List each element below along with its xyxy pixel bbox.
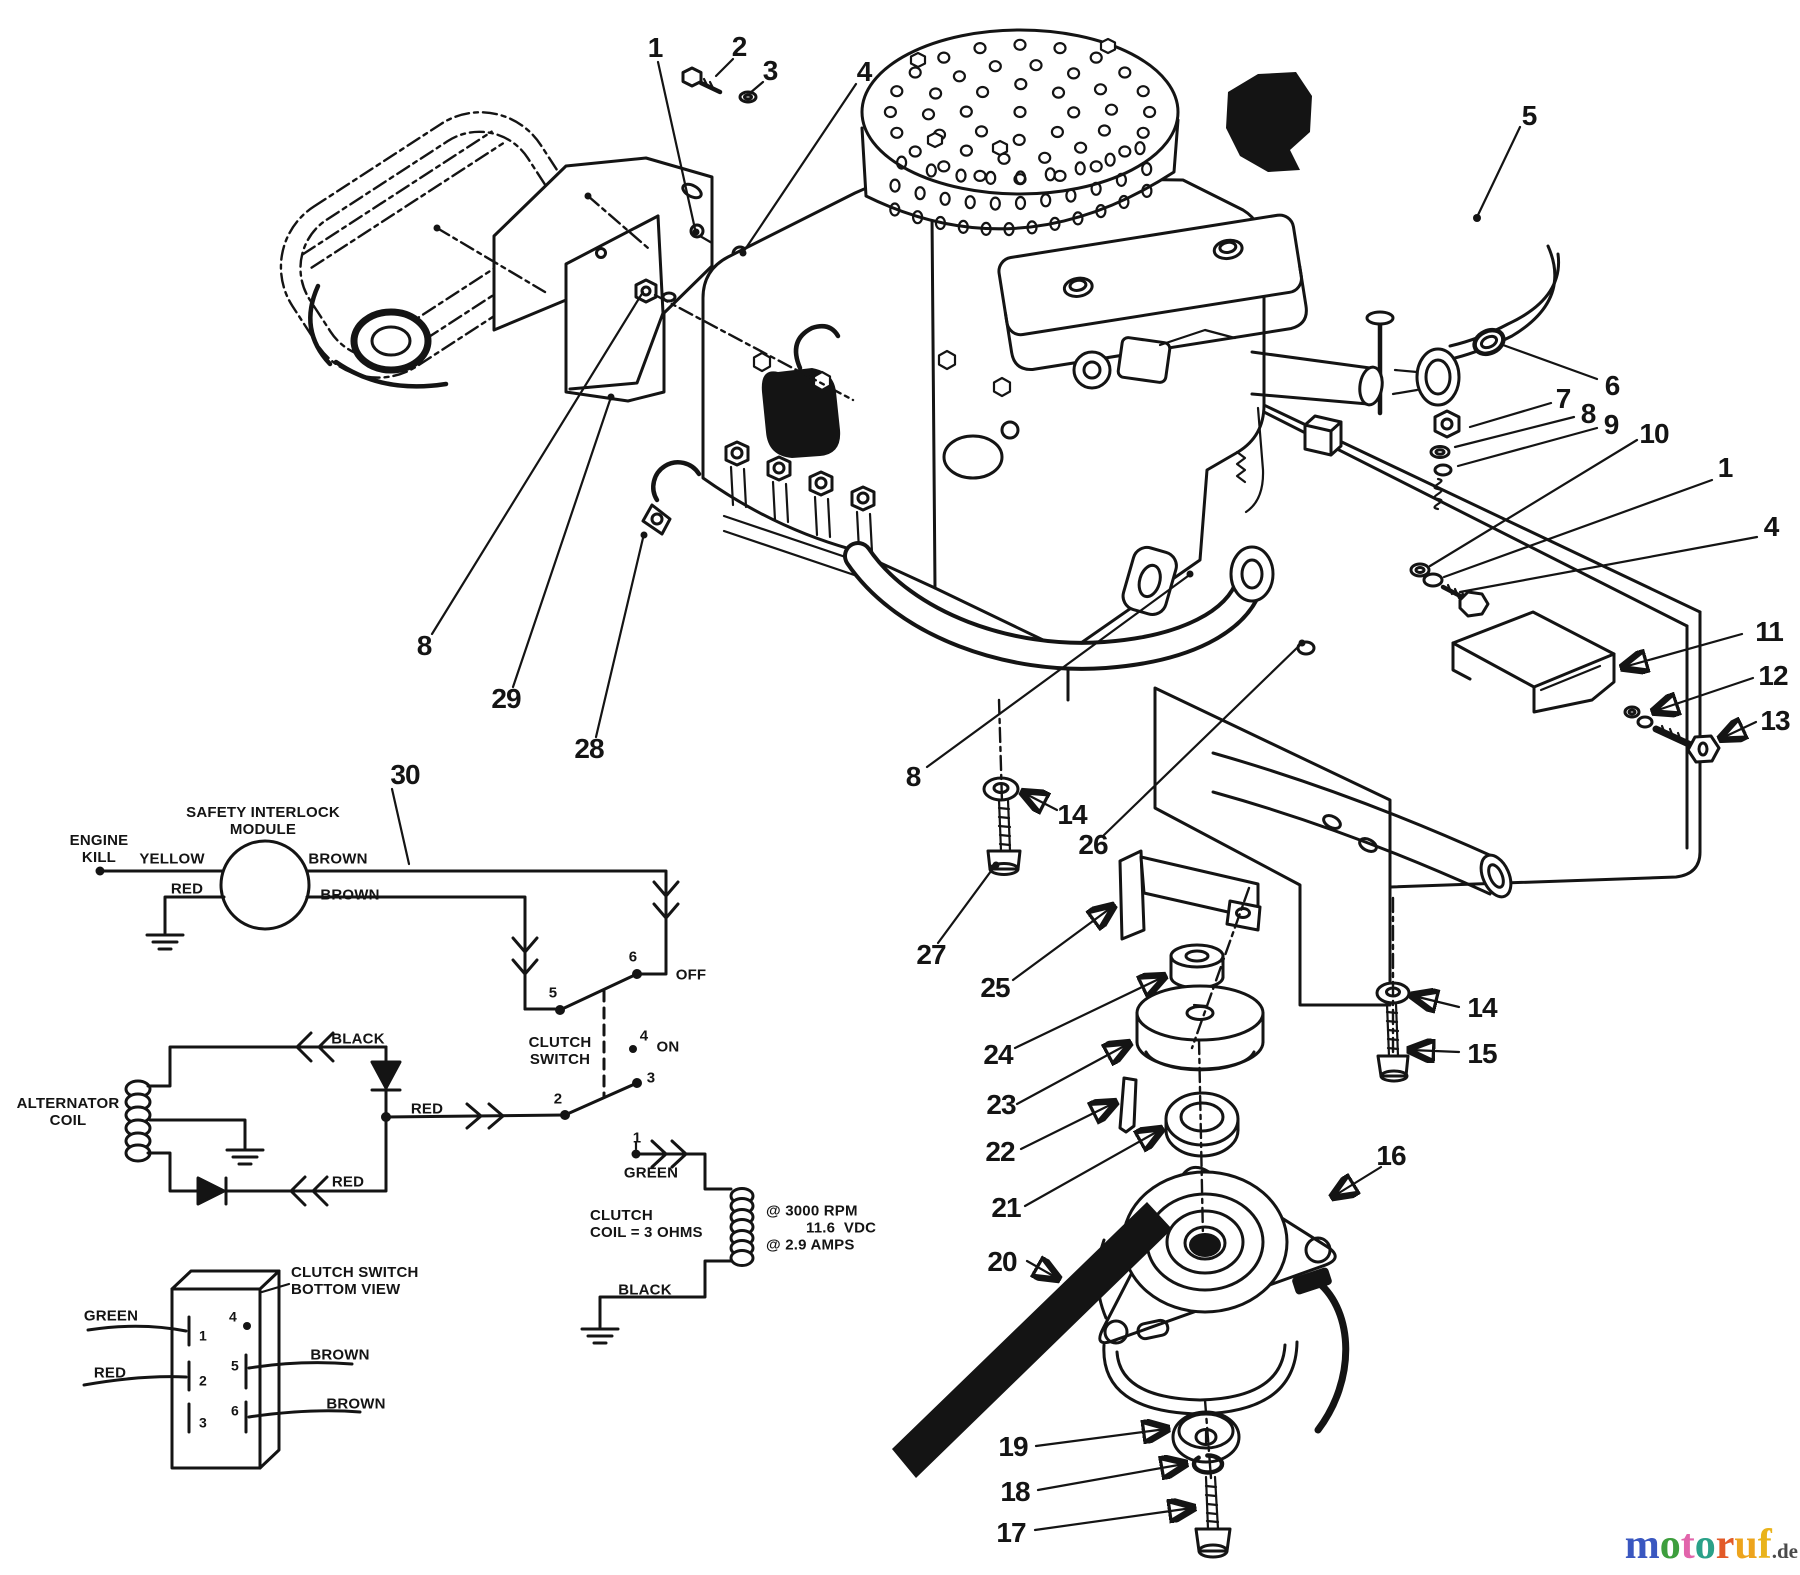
watermark-letter: o xyxy=(1694,1522,1716,1568)
clutch-switch-blade xyxy=(558,972,639,1012)
alternator-coil-symbol xyxy=(124,1079,152,1163)
watermark-letter: t xyxy=(1680,1522,1695,1568)
watermark-letter: f xyxy=(1757,1522,1772,1568)
starter-drum-holes xyxy=(883,38,1157,237)
safety-interlock-module-symbol xyxy=(219,839,311,931)
motoruf-logo-word: motoruf xyxy=(1625,1522,1772,1568)
head-bolts xyxy=(722,440,886,585)
diode-symbol xyxy=(370,1060,402,1090)
spark-plug-hardware xyxy=(1429,409,1461,511)
diode-symbol-2 xyxy=(196,1176,226,1206)
v-belt xyxy=(892,1202,1172,1478)
ground-symbol-3 xyxy=(580,1327,620,1345)
ground-symbol xyxy=(145,933,185,951)
watermark-letter: o xyxy=(1659,1522,1681,1568)
exhaust-pipe xyxy=(843,541,1316,671)
engine-mount-bracket xyxy=(492,66,768,403)
pto-shaft xyxy=(1250,347,1461,457)
watermark-letter: r xyxy=(1715,1522,1735,1568)
ignition-coil xyxy=(761,368,841,458)
electric-clutch xyxy=(1096,1165,1350,1434)
motoruf-watermark: motoruf.de xyxy=(1625,1521,1798,1569)
pulley xyxy=(1135,984,1265,1072)
carburetor xyxy=(1072,328,1265,514)
support-bracket xyxy=(1451,610,1721,764)
mount-hardware xyxy=(1409,562,1490,618)
clutch-stack xyxy=(892,776,1411,1559)
rubber-guard xyxy=(1226,72,1312,172)
motoruf-logo-suffix: .de xyxy=(1771,1539,1798,1563)
watermark-letter: u xyxy=(1734,1522,1758,1568)
exhaust-clamp xyxy=(641,460,702,536)
engine-assembly xyxy=(701,28,1561,702)
wiring-schematic xyxy=(82,839,755,1470)
clutch-anchor-bracket xyxy=(1118,849,1262,941)
watermark-letter: m xyxy=(1624,1522,1660,1568)
clutch-connector xyxy=(1292,1267,1332,1295)
centerlines xyxy=(433,192,1395,1480)
leader-lines xyxy=(390,57,1759,1532)
fuel-hose xyxy=(1448,244,1561,360)
clutch-wire xyxy=(1314,1278,1350,1434)
muffler xyxy=(279,111,579,389)
clutch-coil-symbol xyxy=(729,1187,755,1267)
clutch-switch-bottom-view xyxy=(82,1269,362,1470)
ground-symbol-2 xyxy=(225,1148,265,1166)
